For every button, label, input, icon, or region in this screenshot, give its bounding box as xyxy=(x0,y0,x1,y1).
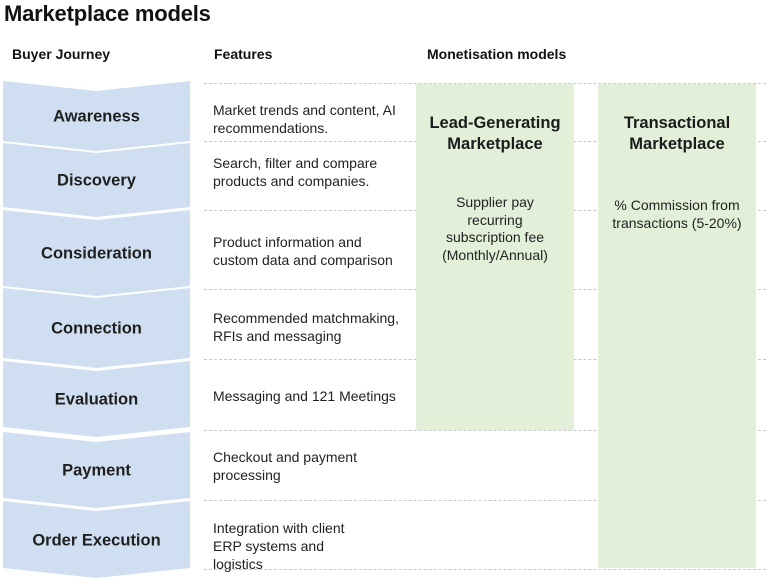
feature-discovery: Search, filter and compare products and … xyxy=(213,155,378,189)
buyer-journey-header: Buyer Journey xyxy=(12,46,111,62)
feature-consideration: Product information and custom data and … xyxy=(213,234,393,268)
features-header: Features xyxy=(214,46,273,62)
stage-order-execution: Order Execution xyxy=(3,501,190,578)
stage-label: Consideration xyxy=(41,244,152,263)
stage-consideration: Consideration xyxy=(3,210,190,296)
lead-model-title: Lead-Generating Marketplace xyxy=(429,114,561,153)
stage-label: Payment xyxy=(62,461,131,480)
stage-label: Connection xyxy=(51,319,142,338)
feature-connection: Recommended matchmaking, RFIs and messag… xyxy=(213,310,399,344)
stage-label: Discovery xyxy=(57,171,136,190)
stage-label: Order Execution xyxy=(32,530,161,549)
monetisation-header: Monetisation models xyxy=(427,46,567,62)
stage-label: Awareness xyxy=(53,107,140,126)
feature-payment: Checkout and payment processing xyxy=(213,449,357,483)
stage-label: Evaluation xyxy=(54,390,139,409)
feature-evaluation: Messaging and 121 Meetings xyxy=(213,388,396,404)
row-divider xyxy=(204,569,766,570)
row-divider xyxy=(204,83,766,84)
feature-order-execution: Integration with client ERP systems and … xyxy=(213,520,345,572)
stage-discovery: Discovery xyxy=(3,143,190,217)
row-divider xyxy=(204,430,766,431)
lead-generating-model: Lead-Generating Marketplace Supplier pay… xyxy=(416,84,574,430)
transactional-model-description: % Commission from transactions (5-20%) xyxy=(612,197,742,231)
transactional-model: Transactional Marketplace % Commission f… xyxy=(598,84,756,568)
stage-evaluation: Evaluation xyxy=(3,361,190,437)
stage-awareness: Awareness xyxy=(3,81,190,151)
row-divider xyxy=(204,500,766,501)
stage-connection: Connection xyxy=(3,288,190,368)
page-title: Marketplace models xyxy=(4,1,211,26)
feature-awareness: Market trends and content, AI recommenda… xyxy=(213,102,396,136)
transactional-model-title: Transactional Marketplace xyxy=(623,114,731,153)
lead-model-description: Supplier pay recurring subscription fee … xyxy=(442,194,548,263)
stage-payment: Payment xyxy=(3,432,190,508)
